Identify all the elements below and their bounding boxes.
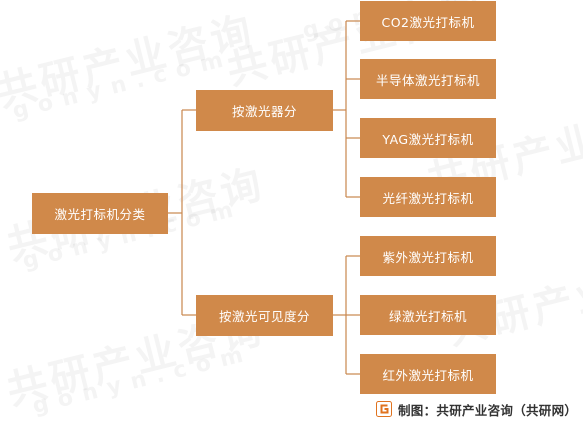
branch-node-laser-type: 按激光器分 — [196, 90, 333, 131]
leaf-node-co2: CO2激光打标机 — [360, 1, 496, 41]
leaf-node-ultraviolet: 紫外激光打标机 — [360, 236, 496, 276]
leaf-node-yag: YAG激光打标机 — [360, 118, 496, 158]
gonyn-logo-icon — [376, 401, 392, 417]
leaf-node-infrared: 红外激光打标机 — [360, 354, 496, 394]
leaf-node-fiber: 光纤激光打标机 — [360, 177, 496, 217]
leaf-node-label: CO2激光打标机 — [381, 14, 475, 30]
leaf-node-label: 绿激光打标机 — [388, 308, 467, 324]
leaf-node-label: 半导体激光打标机 — [375, 72, 480, 88]
footer-credit: 制图：共研产业咨询（共研网） — [376, 398, 577, 420]
leaf-node-label: 紫外激光打标机 — [382, 249, 474, 265]
root-node-label: 激光打标机分类 — [54, 207, 146, 222]
leaf-node-label: YAG激光打标机 — [382, 131, 474, 147]
branch-node-label: 按激光器分 — [231, 104, 297, 119]
leaf-node-label: 红外激光打标机 — [382, 367, 474, 383]
root-node: 激光打标机分类 — [32, 193, 168, 234]
leaf-node-green: 绿激光打标机 — [360, 295, 496, 335]
branch-node-visibility: 按激光可见度分 — [196, 295, 333, 336]
leaf-node-label: 光纤激光打标机 — [382, 190, 474, 206]
footer-credit-text: 制图：共研产业咨询（共研网） — [398, 402, 578, 418]
branch-node-label: 按激光可见度分 — [218, 309, 310, 324]
leaf-node-semiconductor: 半导体激光打标机 — [360, 59, 496, 99]
